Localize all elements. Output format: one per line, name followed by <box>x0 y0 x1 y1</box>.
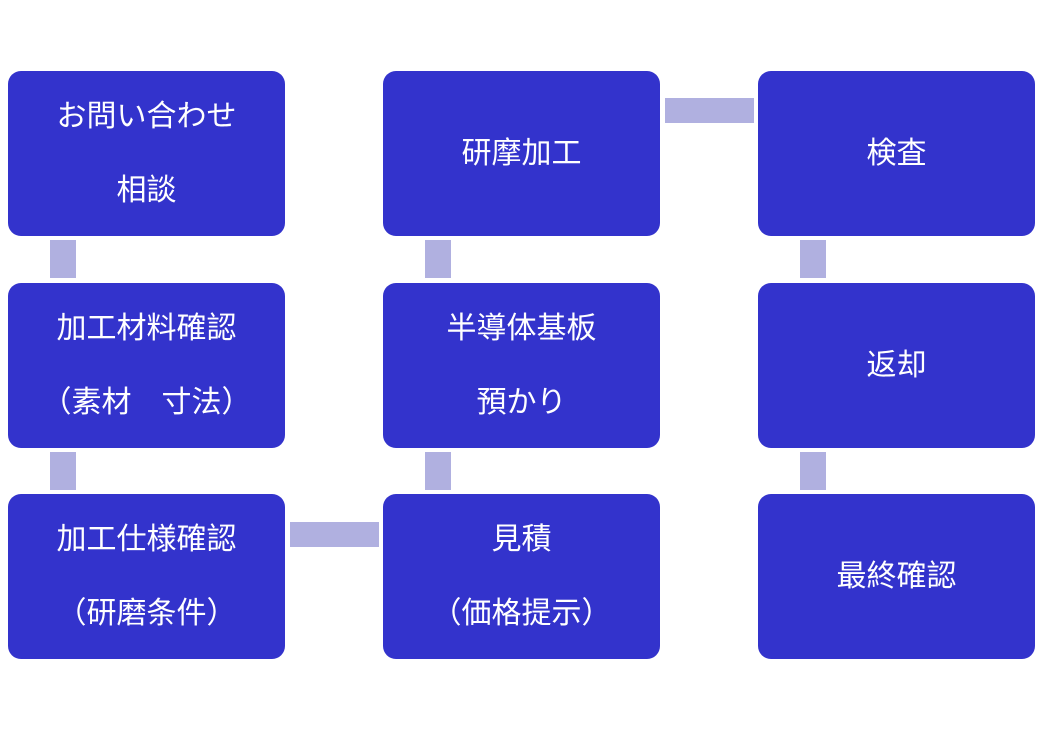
step-label: 見積 <box>491 521 552 557</box>
step-inspection: 検査 <box>758 71 1035 236</box>
step-final-check: 最終確認 <box>758 494 1035 659</box>
step-spec-check: 加工仕様確認 （研磨条件） <box>8 494 285 659</box>
step-label: 預かり <box>476 384 567 420</box>
flow-connector <box>665 98 754 123</box>
step-label: 半導体基板 <box>446 310 597 346</box>
step-label: 研摩加工 <box>461 135 582 171</box>
step-label: （研磨条件） <box>56 595 237 631</box>
flow-connector <box>50 240 76 278</box>
step-label: （素材 寸法） <box>41 384 252 420</box>
step-material-check: 加工材料確認 （素材 寸法） <box>8 283 285 448</box>
step-substrate-custody: 半導体基板 預かり <box>383 283 660 448</box>
step-label: 相談 <box>116 172 177 208</box>
step-estimate: 見積 （価格提示） <box>383 494 660 659</box>
step-label: 検査 <box>866 135 927 171</box>
step-label: 最終確認 <box>836 558 957 594</box>
step-polishing: 研摩加工 <box>383 71 660 236</box>
step-inquiry: お問い合わせ 相談 <box>8 71 285 236</box>
step-return: 返却 <box>758 283 1035 448</box>
flow-connector <box>290 522 379 547</box>
flow-connector <box>425 452 451 490</box>
flow-connector <box>50 452 76 490</box>
step-label: 加工材料確認 <box>56 310 237 346</box>
flow-connector <box>800 452 826 490</box>
step-label: 加工仕様確認 <box>56 521 237 557</box>
step-label: お問い合わせ <box>56 98 237 134</box>
step-label: 返却 <box>866 347 927 383</box>
flow-connector <box>425 240 451 278</box>
flow-connector <box>800 240 826 278</box>
step-label: （価格提示） <box>431 595 612 631</box>
